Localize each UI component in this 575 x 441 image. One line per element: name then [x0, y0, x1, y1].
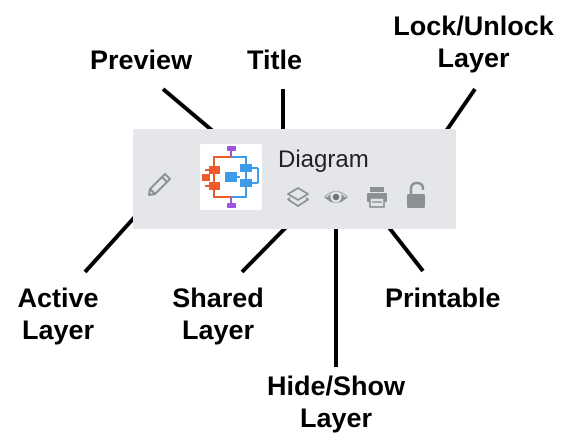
eye-icon[interactable] — [322, 186, 350, 208]
printer-icon[interactable] — [364, 184, 390, 210]
active-layer-callout-line1: Active — [17, 283, 99, 313]
hide-show-callout: Hide/Show Layer — [251, 370, 421, 434]
active-layer-callout-line2: Layer — [21, 315, 95, 345]
diagram-thumbnail-art — [202, 146, 259, 208]
pencil-icon[interactable] — [140, 166, 176, 202]
lock-unlock-callout-line1: Lock/Unlock — [393, 11, 554, 41]
layer-row[interactable] — [133, 129, 456, 229]
printable-callout: Printable — [385, 283, 501, 313]
shared-layer-callout-line2: Layer — [181, 315, 255, 345]
active-layer-callout: Active Layer — [8, 282, 108, 346]
shared-layer-callout: Shared Layer — [158, 282, 278, 346]
layer-title[interactable]: Diagram — [278, 146, 369, 173]
lock-unlock-callout-line2: Layer — [437, 43, 510, 73]
hide-show-callout-line1: Hide/Show — [266, 371, 405, 401]
title-callout: Title — [247, 45, 303, 75]
shared-layer-callout-line1: Shared — [172, 283, 264, 313]
hide-show-callout-line2: Layer — [299, 403, 373, 433]
preview-callout: Preview — [90, 45, 193, 75]
unlocked-padlock-icon[interactable] — [403, 180, 429, 210]
lock-unlock-callout: Lock/Unlock Layer — [376, 10, 571, 74]
layers-icon[interactable] — [285, 185, 311, 209]
diagram-thumbnail[interactable] — [200, 144, 262, 210]
